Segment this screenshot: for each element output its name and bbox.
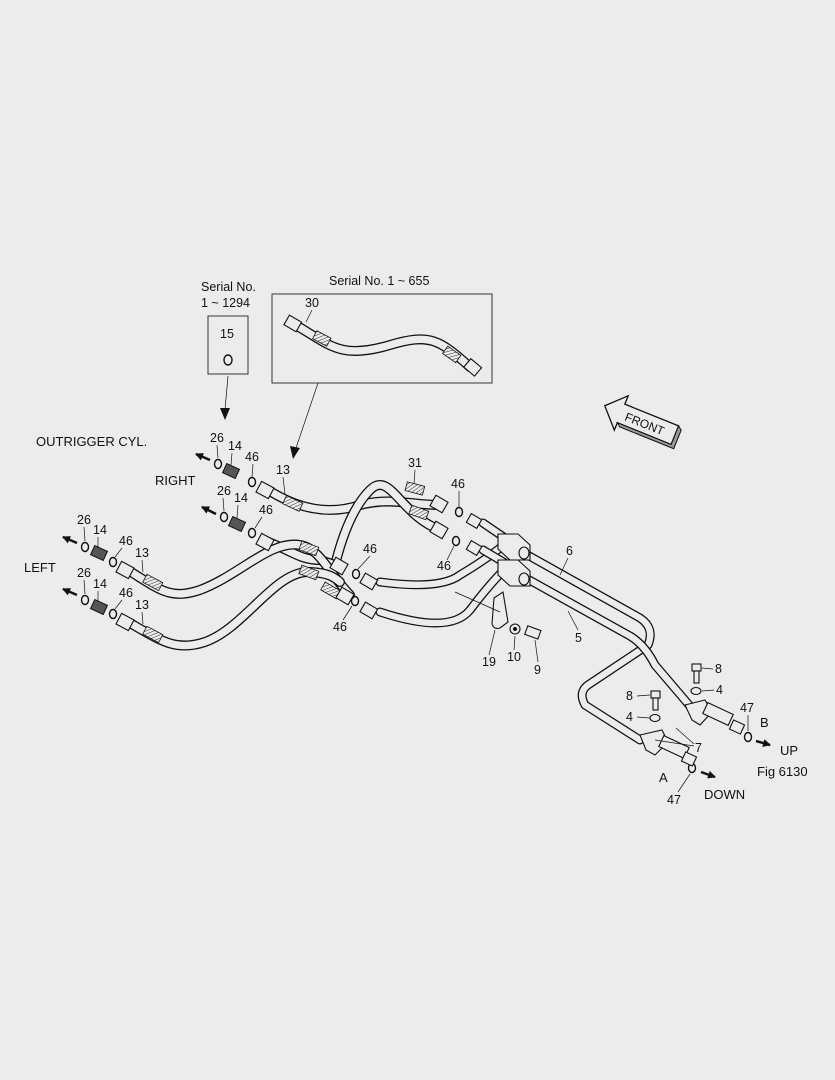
- inset-serial-1294: Serial No. 1 ~ 1294 15: [201, 280, 256, 420]
- callout: 13: [135, 598, 149, 612]
- callout: 26: [210, 431, 224, 445]
- inset-655-part: 30: [305, 296, 319, 310]
- outrigger-title: OUTRIGGER CYL.: [36, 434, 147, 449]
- o-rings: [80, 458, 753, 774]
- callout: 46: [437, 559, 451, 573]
- callout: 46: [119, 534, 133, 548]
- hose-assemblies: [123, 480, 445, 651]
- hose-end-fittings: [115, 480, 483, 632]
- callout: 7: [695, 741, 702, 755]
- inset-box-1294: [207, 315, 249, 375]
- tee-block: [497, 533, 531, 587]
- callout: 8: [626, 689, 633, 703]
- o-ring-icon: [223, 354, 233, 366]
- callout: 26: [77, 566, 91, 580]
- arrow-down-icon: [220, 408, 230, 420]
- dir-down-label: DOWN: [704, 787, 745, 802]
- inset-1294-line2: 1 ~ 1294: [201, 296, 250, 310]
- diagram-labels: OUTRIGGER CYL. RIGHT LEFT Fig 6130 B UP …: [24, 434, 808, 802]
- inset-655-title: Serial No. 1 ~ 655: [329, 274, 429, 288]
- callout: 19: [482, 655, 496, 669]
- callout: 47: [740, 701, 754, 715]
- callout: 46: [259, 503, 273, 517]
- callout: 5: [575, 631, 582, 645]
- bracket-assemblies: [639, 663, 746, 767]
- callout: 14: [234, 491, 248, 505]
- hose-fitting: [283, 314, 303, 333]
- callout: 26: [77, 513, 91, 527]
- callout: 14: [228, 439, 242, 453]
- callout: 13: [135, 546, 149, 560]
- side-right-label: RIGHT: [155, 473, 196, 488]
- side-left-label: LEFT: [24, 560, 56, 575]
- callout: 46: [333, 620, 347, 634]
- callout: 14: [93, 523, 107, 537]
- dir-up-label: UP: [780, 743, 798, 758]
- callout: 10: [507, 650, 521, 664]
- part-callouts: 13 26 14 46 26 14 46 26 14 46 13 26 14 4…: [77, 431, 754, 807]
- callout: 9: [534, 663, 541, 677]
- callout: 4: [626, 710, 633, 724]
- port-b-label: B: [760, 715, 769, 730]
- callout: 14: [93, 577, 107, 591]
- adapter-fittings: [89, 462, 247, 616]
- fig-number: Fig 6130: [757, 764, 808, 779]
- arrow-down-icon: [290, 446, 300, 459]
- inset-serial-655: Serial No. 1 ~ 655 30: [271, 274, 493, 459]
- inset-1294-line1: Serial No.: [201, 280, 256, 294]
- callout: 46: [363, 542, 377, 556]
- callout: 46: [245, 450, 259, 464]
- callout: 47: [667, 793, 681, 807]
- callout: 8: [715, 662, 722, 676]
- inset-1294-part: 15: [220, 327, 234, 341]
- callout: 46: [451, 477, 465, 491]
- callout: 31: [408, 456, 422, 470]
- callout: 46: [119, 586, 133, 600]
- callout: 13: [276, 463, 290, 477]
- callout: 4: [716, 683, 723, 697]
- port-a-label: A: [659, 770, 668, 785]
- callout: 6: [566, 544, 573, 558]
- pipe-clamp-assembly: [454, 591, 542, 640]
- leader-line: [224, 375, 229, 411]
- inset-box-655: [271, 293, 493, 384]
- flow-arrows: [62, 452, 771, 779]
- callout: 26: [217, 484, 231, 498]
- hose-fitting: [463, 357, 483, 377]
- front-direction-arrow: FRONT: [603, 394, 682, 450]
